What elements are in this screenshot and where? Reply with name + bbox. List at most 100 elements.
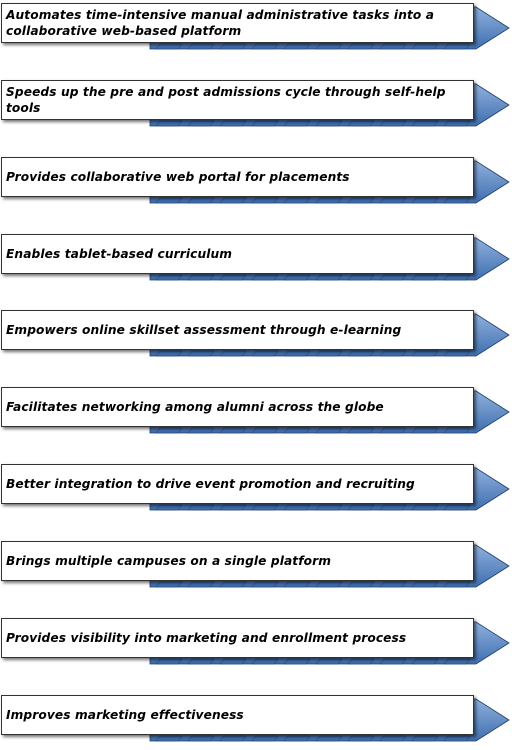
arrow-segment — [411, 43, 439, 50]
arrow-segment — [219, 120, 247, 127]
arrow-segment — [443, 581, 471, 588]
arrow-segment — [187, 274, 215, 281]
benefit-label-box: Facilitates networking among alumni acro… — [1, 387, 474, 427]
arrow-segment — [347, 120, 375, 127]
arrow-segment — [187, 658, 215, 665]
arrow-segment — [187, 197, 215, 204]
arrow-segment — [251, 504, 279, 511]
arrow-segment — [283, 581, 311, 588]
arrow-segment — [251, 735, 279, 742]
benefit-row: Automates time-intensive manual administ… — [0, 3, 512, 53]
arrow-segment — [251, 581, 279, 588]
arrow-segment — [219, 581, 247, 588]
benefit-text: Speeds up the pre and post admissions cy… — [6, 85, 446, 115]
benefit-text: Better integration to drive event promot… — [6, 477, 415, 491]
arrow-segment — [443, 658, 471, 665]
arrow-segment — [315, 274, 343, 281]
arrow-segment — [443, 504, 471, 511]
arrow-segment — [219, 427, 247, 434]
arrow-segment — [155, 581, 183, 588]
arrow-segment — [187, 427, 215, 434]
arrow-segment — [155, 350, 183, 357]
benefit-row: Improves marketing effectiveness — [0, 695, 512, 745]
arrow-segment — [347, 427, 375, 434]
arrow-segment — [379, 274, 407, 281]
arrow-segment — [443, 120, 471, 127]
arrow-segment — [283, 735, 311, 742]
arrow-segment — [219, 350, 247, 357]
benefit-label-box: Speeds up the pre and post admissions cy… — [1, 80, 474, 120]
arrow-segment — [379, 197, 407, 204]
arrow-segment — [379, 120, 407, 127]
arrow-segment — [411, 274, 439, 281]
arrow-segment — [219, 197, 247, 204]
arrow-segment — [283, 658, 311, 665]
benefit-label-box: Automates time-intensive manual administ… — [1, 3, 474, 43]
arrow-segment — [155, 504, 183, 511]
arrow-segment — [411, 197, 439, 204]
arrow-segment — [187, 504, 215, 511]
benefit-row: Enables tablet-based curriculum — [0, 234, 512, 284]
arrow-segment — [187, 43, 215, 50]
arrow-segment — [283, 350, 311, 357]
benefit-label-box: Brings multiple campuses on a single pla… — [1, 541, 474, 581]
benefit-text: Empowers online skillset assessment thro… — [6, 323, 402, 337]
arrow-segment — [283, 504, 311, 511]
arrow-segment — [219, 735, 247, 742]
arrow-segment — [347, 504, 375, 511]
arrow-segment — [251, 43, 279, 50]
arrow-segment — [283, 274, 311, 281]
arrow-segment — [443, 43, 471, 50]
arrow-segment — [443, 735, 471, 742]
arrow-segment — [347, 581, 375, 588]
arrow-segment — [155, 427, 183, 434]
arrow-segment — [155, 658, 183, 665]
arrow-segment — [379, 504, 407, 511]
arrow-segment — [443, 427, 471, 434]
arrow-segment — [379, 427, 407, 434]
arrow-segment — [379, 735, 407, 742]
arrow-segment — [411, 504, 439, 511]
benefit-text: Provides visibility into marketing and e… — [6, 631, 407, 645]
benefit-text: Facilitates networking among alumni acro… — [6, 400, 384, 414]
arrow-segment — [315, 427, 343, 434]
arrow-segment — [315, 581, 343, 588]
arrow-segment — [283, 43, 311, 50]
arrow-segment — [315, 504, 343, 511]
arrow-segment — [219, 43, 247, 50]
arrow-segment — [379, 43, 407, 50]
arrow-segment — [347, 735, 375, 742]
arrow-segment — [251, 658, 279, 665]
arrow-segment — [283, 427, 311, 434]
arrow-segment — [187, 581, 215, 588]
arrow-segment — [411, 658, 439, 665]
benefit-text: Automates time-intensive manual administ… — [6, 8, 435, 38]
arrow-segment — [187, 120, 215, 127]
arrow-segment — [347, 43, 375, 50]
arrow-segment — [315, 350, 343, 357]
benefit-row: Provides collaborative web portal for pl… — [0, 157, 512, 207]
benefit-label-box: Empowers online skillset assessment thro… — [1, 310, 474, 350]
benefit-label-box: Provides visibility into marketing and e… — [1, 618, 474, 658]
benefit-label-box: Enables tablet-based curriculum — [1, 234, 474, 274]
arrow-segment — [187, 735, 215, 742]
arrow-segment — [283, 120, 311, 127]
arrow-segment — [347, 197, 375, 204]
benefit-text: Brings multiple campuses on a single pla… — [6, 554, 332, 568]
arrow-segment — [315, 43, 343, 50]
arrow-segment — [443, 197, 471, 204]
arrow-segment — [347, 658, 375, 665]
arrow-segment — [315, 120, 343, 127]
benefit-row: Provides visibility into marketing and e… — [0, 618, 512, 668]
arrow-segment — [251, 427, 279, 434]
arrow-segment — [187, 350, 215, 357]
arrow-segment — [219, 504, 247, 511]
arrow-segment — [251, 274, 279, 281]
arrow-segment — [411, 581, 439, 588]
benefit-row: Brings multiple campuses on a single pla… — [0, 541, 512, 591]
arrow-segment — [283, 197, 311, 204]
arrow-segment — [251, 197, 279, 204]
benefit-row: Empowers online skillset assessment thro… — [0, 310, 512, 360]
benefit-row: Better integration to drive event promot… — [0, 464, 512, 514]
